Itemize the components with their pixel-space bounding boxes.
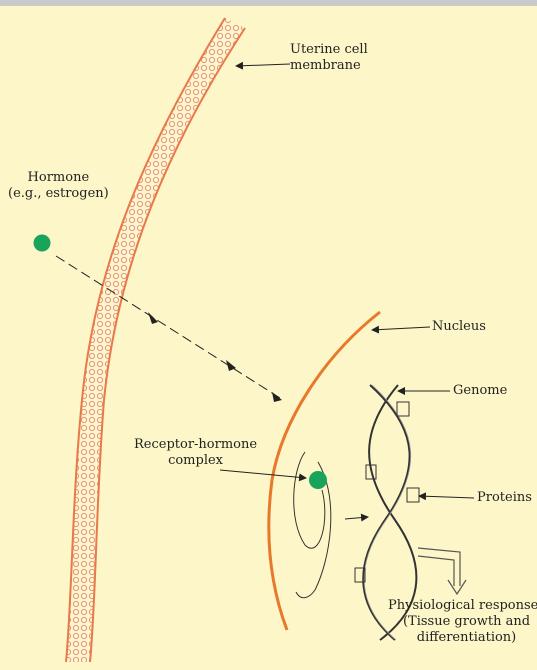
proteins-pointer-arrow — [419, 496, 474, 498]
physiological-responses-line3: differentiation) — [388, 630, 537, 646]
hormone-molecule — [34, 235, 51, 252]
uterine-membrane-label: Uterine cell membrane — [290, 42, 368, 74]
uterine-membrane-label-line1: Uterine cell — [290, 42, 368, 58]
uterine-membrane-label-line2: membrane — [290, 58, 368, 74]
hormone-label-line1: Hormone — [8, 170, 109, 186]
physiological-responses-label: Physiological responses (Tissue growth a… — [388, 598, 537, 646]
receptor-hormone-label-line1: Receptor-hormone — [134, 437, 257, 453]
membrane-pointer-arrow — [236, 64, 290, 66]
proteins-label: Proteins — [477, 490, 532, 506]
uterine-cell-membrane — [66, 18, 245, 662]
receptor-hormone-complex — [309, 471, 327, 489]
physiological-responses-line1: Physiological responses — [388, 598, 537, 614]
nucleus-label: Nucleus — [432, 319, 486, 335]
nucleus-pointer-arrow — [372, 327, 430, 330]
genome-label: Genome — [453, 383, 507, 399]
hormone-label: Hormone (e.g., estrogen) — [8, 170, 109, 202]
receptor-pointer-arrow — [220, 470, 306, 478]
gene-boxes — [355, 402, 419, 582]
response-double-arrow — [418, 548, 466, 594]
hormone-label-line2: (e.g., estrogen) — [8, 186, 109, 202]
receptor-hormone-label-line2: complex — [134, 453, 257, 469]
physiological-responses-line2: (Tissue growth and — [388, 614, 537, 630]
receptor-hormone-label: Receptor-hormone complex — [134, 437, 257, 469]
complex-to-genome-arrow — [345, 517, 368, 519]
